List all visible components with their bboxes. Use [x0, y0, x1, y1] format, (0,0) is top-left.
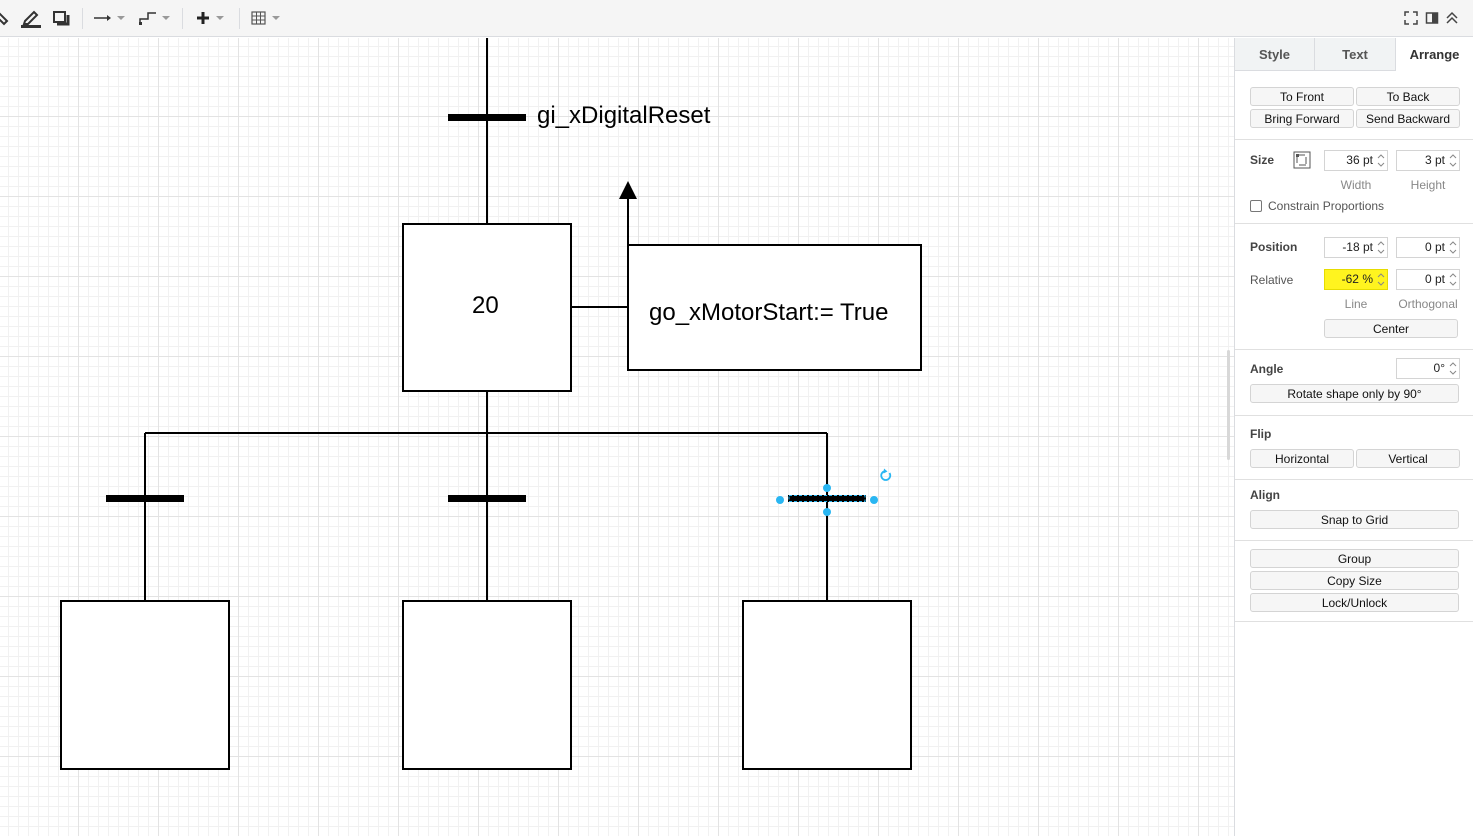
connection-arrow-icon[interactable] [93, 8, 127, 28]
action-box[interactable] [627, 244, 922, 371]
panel-tabs: Style Text Arrange [1235, 38, 1473, 72]
canvas-scrollbar[interactable] [1227, 350, 1230, 460]
rotate-handle-icon[interactable] [880, 468, 892, 481]
position-y-value: 0 pt [1424, 240, 1445, 254]
group-button[interactable]: Group [1250, 549, 1459, 568]
waypoints-icon[interactable] [138, 8, 172, 28]
step-box-20[interactable] [402, 223, 572, 392]
position-x-value: -18 pt [1342, 240, 1373, 254]
toolbar [0, 0, 1473, 37]
size-label: Size [1250, 153, 1275, 167]
insert-plus-icon[interactable] [194, 8, 228, 28]
height-input[interactable]: 3 pt [1396, 150, 1460, 171]
line-relative-input[interactable]: -62 % [1324, 269, 1388, 290]
width-caption: Width [1340, 178, 1372, 192]
angle-label: Angle [1250, 362, 1284, 376]
transition-bar-left[interactable] [106, 495, 184, 502]
transition-bar-right-selected[interactable] [788, 495, 866, 502]
step-box-middle[interactable] [402, 600, 572, 770]
position-x-input[interactable]: -18 pt [1324, 237, 1388, 258]
constrain-proportions-label[interactable]: Constrain Proportions [1268, 199, 1385, 213]
to-front-button[interactable]: To Front [1250, 87, 1354, 106]
copy-size-button[interactable]: Copy Size [1250, 571, 1459, 590]
width-input[interactable]: 36 pt [1324, 150, 1388, 171]
center-button[interactable]: Center [1324, 319, 1458, 338]
position-label: Position [1250, 240, 1298, 254]
bring-forward-button[interactable]: Bring Forward [1250, 109, 1354, 128]
flip-label: Flip [1250, 427, 1272, 441]
collapse-icon[interactable] [1445, 8, 1459, 28]
fill-color-icon[interactable] [0, 8, 10, 28]
diagram-svg [60, 38, 922, 770]
table-icon[interactable] [250, 8, 284, 28]
orthogonal-input[interactable]: 0 pt [1396, 269, 1460, 290]
align-label: Align [1250, 488, 1280, 502]
position-x-spinner-icon[interactable] [1376, 239, 1386, 256]
line-color-icon[interactable] [20, 8, 42, 28]
to-back-button[interactable]: To Back [1356, 87, 1460, 106]
rotate-90-button[interactable]: Rotate shape only by 90° [1250, 384, 1459, 403]
selection-outline [788, 495, 866, 502]
height-value: 3 pt [1424, 153, 1445, 167]
angle-input[interactable]: 0° [1396, 358, 1460, 379]
step-number-label[interactable]: 20 [472, 292, 499, 319]
format-panel-icon[interactable] [1425, 8, 1439, 28]
resize-handle-right[interactable] [870, 496, 878, 504]
relative-label: Relative [1250, 273, 1294, 287]
lock-unlock-button[interactable]: Lock/Unlock [1250, 593, 1459, 612]
position-y-spinner-icon[interactable] [1448, 239, 1458, 256]
height-caption: Height [1410, 178, 1446, 192]
tab-arrange[interactable]: Arrange [1396, 38, 1473, 71]
transition-label-top[interactable]: gi_xDigitalReset [537, 102, 711, 129]
line-relative-spinner-icon[interactable] [1376, 271, 1386, 288]
shadow-icon[interactable] [52, 8, 70, 28]
send-backward-button[interactable]: Send Backward [1356, 109, 1460, 128]
orthogonal-caption: Orthogonal [1398, 297, 1458, 311]
constrain-proportions-checkbox[interactable] [1250, 200, 1262, 212]
step-box-left[interactable] [60, 600, 230, 770]
diagram-canvas[interactable]: gi_xDigitalReset 20 go_xMotorStart:= Tru… [0, 38, 1234, 836]
resize-handle-top[interactable] [823, 484, 831, 492]
width-spinner-icon[interactable] [1376, 152, 1386, 169]
resize-handle-left[interactable] [776, 496, 784, 504]
action-arrowhead [619, 181, 637, 199]
orthogonal-value: 0 pt [1424, 272, 1445, 286]
transition-bar-middle[interactable] [448, 495, 526, 502]
autosize-icon[interactable] [1293, 151, 1311, 169]
format-panel: Style Text Arrange To Front To Back Brin… [1234, 38, 1473, 836]
line-caption: Line [1344, 297, 1368, 311]
tab-style[interactable]: Style [1235, 38, 1315, 71]
fullscreen-icon[interactable] [1404, 8, 1418, 28]
orthogonal-spinner-icon[interactable] [1448, 271, 1458, 288]
line-relative-value: -62 % [1341, 272, 1373, 286]
angle-spinner-icon[interactable] [1448, 360, 1458, 377]
action-text[interactable]: go_xMotorStart:= True [649, 299, 889, 326]
resize-handle-bottom[interactable] [823, 508, 831, 516]
position-y-input[interactable]: 0 pt [1396, 237, 1460, 258]
flip-horizontal-button[interactable]: Horizontal [1250, 449, 1354, 468]
height-spinner-icon[interactable] [1448, 152, 1458, 169]
flip-vertical-button[interactable]: Vertical [1356, 449, 1460, 468]
width-value: 36 pt [1346, 153, 1373, 167]
step-box-right[interactable] [742, 600, 912, 770]
tab-text[interactable]: Text [1315, 38, 1396, 71]
transition-bar-top[interactable] [448, 114, 526, 121]
snap-to-grid-button[interactable]: Snap to Grid [1250, 510, 1459, 529]
angle-value: 0° [1433, 361, 1445, 375]
